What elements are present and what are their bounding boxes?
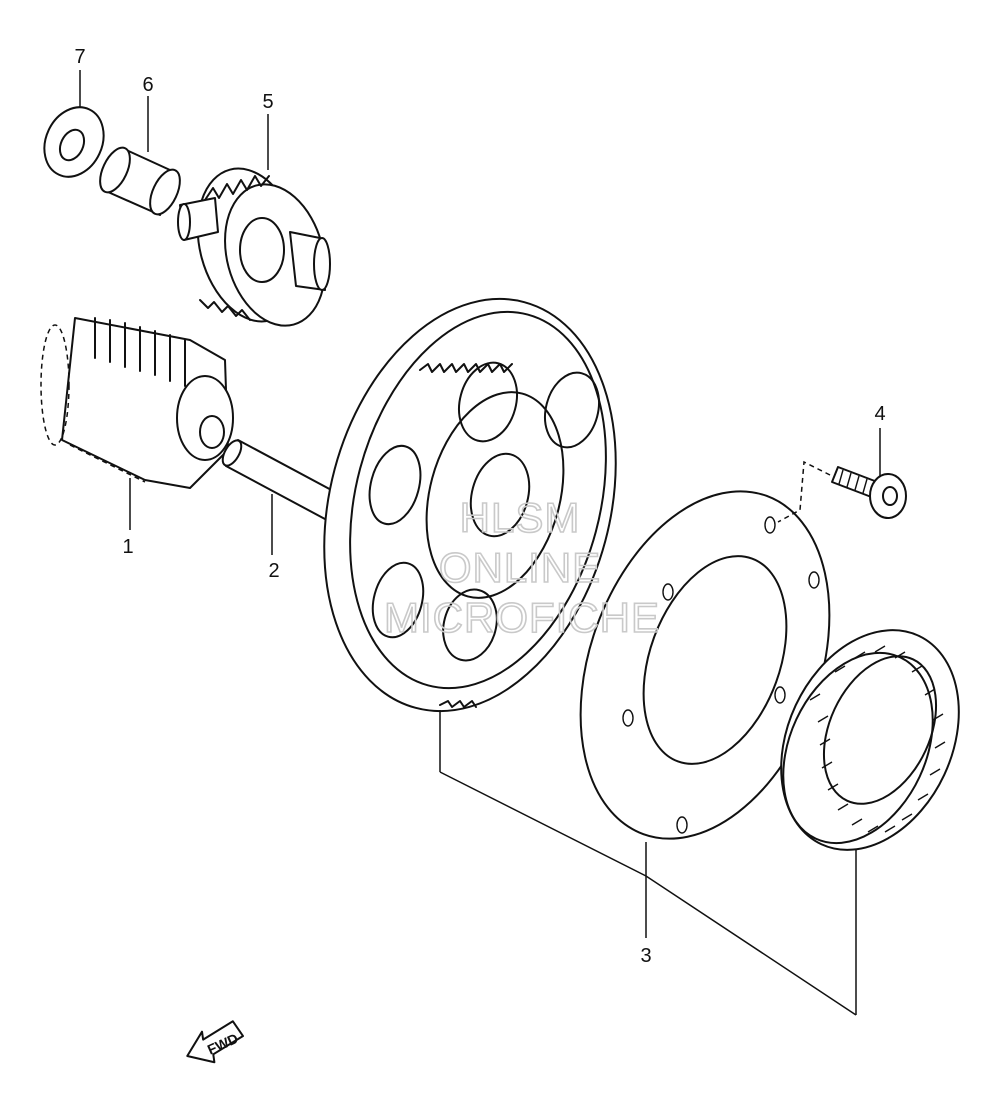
- callout-7: 7: [74, 46, 85, 68]
- callout-leaders: [79, 70, 881, 1016]
- watermark-line-1: HLSM: [460, 494, 581, 541]
- fwd-direction-badge: FWD: [186, 1020, 245, 1064]
- watermark-line-2: ONLINE: [439, 544, 601, 591]
- part-7-washer[interactable]: [33, 98, 114, 187]
- callout-1: 1: [122, 536, 133, 558]
- part-1-starter-drum[interactable]: [40, 317, 234, 489]
- callout-5: 5: [262, 91, 273, 113]
- part-6-bushing[interactable]: [94, 143, 186, 219]
- part-3-clutch-bearing[interactable]: [747, 601, 993, 879]
- part-4-bolt[interactable]: [777, 460, 907, 523]
- part-3-driven-gear[interactable]: [280, 266, 659, 744]
- watermark: HLSM ONLINE MICROFICHE: [383, 493, 660, 642]
- fwd-arrow-icon: [186, 1020, 245, 1064]
- part-5-idle-gear[interactable]: [177, 157, 340, 337]
- callout-4: 4: [874, 403, 885, 425]
- watermark-line-3: MICROFICHE: [384, 594, 660, 641]
- callout-2: 2: [268, 560, 279, 582]
- callout-3: 3: [640, 945, 651, 967]
- callout-6: 6: [142, 74, 153, 96]
- callout-numbers: 1 2 3 4 5 6 7: [74, 46, 885, 967]
